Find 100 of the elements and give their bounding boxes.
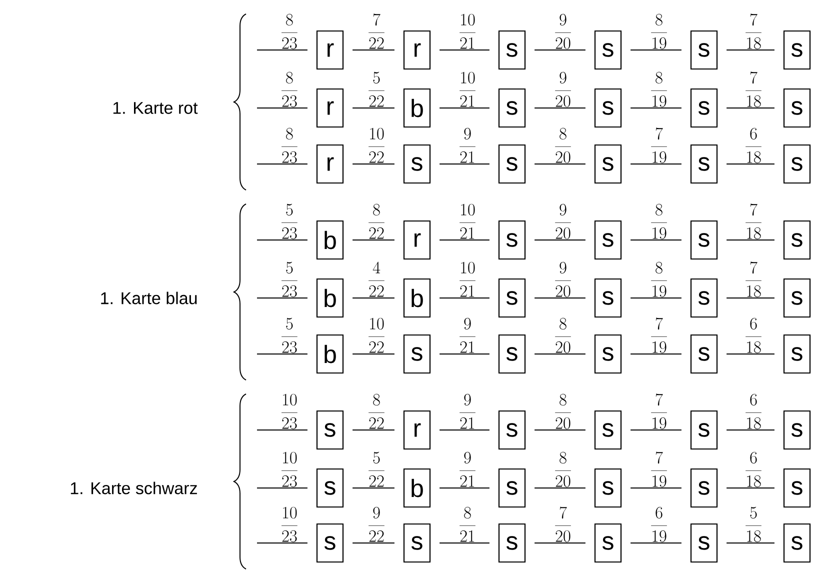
letter-box: s [498, 278, 526, 318]
line [352, 353, 394, 355]
line [534, 163, 586, 165]
letter-box: b [403, 278, 431, 318]
line [257, 163, 308, 165]
line [257, 49, 308, 51]
line [440, 429, 490, 431]
letter-box: s [783, 410, 811, 450]
line [257, 107, 308, 109]
letter-box: s [594, 410, 622, 450]
letter-box: s [316, 410, 344, 450]
line [630, 239, 682, 241]
fraction: $\frac{7}{19}$ [651, 318, 667, 354]
letter-box: s [498, 334, 526, 374]
letter-box: b [316, 334, 344, 374]
letter-box: s [594, 523, 622, 563]
line [440, 49, 490, 51]
line [534, 353, 586, 355]
fraction: $\frac{8}{20}$ [555, 394, 571, 430]
line [352, 49, 394, 51]
fraction: $\frac{6}{18}$ [746, 318, 762, 354]
letter-box: r [316, 30, 344, 70]
line [630, 49, 682, 51]
line [630, 542, 682, 544]
line [440, 487, 490, 489]
group-label: 1. Karte blau [101, 292, 197, 304]
fraction: $\frac{7}{19}$ [651, 128, 667, 164]
letter-box: s [498, 88, 526, 128]
letter-box: s [594, 278, 622, 318]
line [440, 353, 490, 355]
letter-box: b [316, 278, 344, 318]
line [726, 49, 774, 51]
line [726, 297, 774, 299]
fraction: $\frac{6}{19}$ [651, 506, 667, 542]
letter-box: s [783, 220, 811, 260]
letter-box: s [316, 523, 344, 563]
fraction: $\frac{8}{19}$ [651, 14, 667, 50]
fraction: $\frac{8}{19}$ [651, 72, 667, 108]
line [440, 297, 490, 299]
letter-box: s [690, 334, 718, 374]
letter-box: s [403, 144, 431, 184]
letter-box: s [783, 144, 811, 184]
fraction: $\frac{9}{20}$ [555, 72, 571, 108]
letter-box: s [690, 30, 718, 70]
letter-box: s [690, 220, 718, 260]
fraction: $\frac{7}{18}$ [746, 72, 762, 108]
letter-box: s [690, 410, 718, 450]
fraction: $\frac{4}{22}$ [368, 262, 384, 297]
fraction: $\frac{7}{19}$ [651, 452, 667, 488]
fraction: $\frac{8}{19}$ [651, 204, 667, 240]
letter-box: b [403, 88, 431, 128]
letter-box: s [403, 334, 431, 374]
letter-box: s [498, 144, 526, 184]
letter-box: s [690, 144, 718, 184]
letter-box: s [690, 468, 718, 508]
line [630, 353, 682, 355]
line [352, 239, 394, 241]
line [257, 353, 308, 355]
letter-box: s [594, 144, 622, 184]
letter-box: s [594, 220, 622, 260]
line [630, 487, 682, 489]
fraction: $\frac{8}{23}$ [282, 128, 298, 164]
line [726, 353, 774, 355]
fraction: $\frac{7}{22}$ [368, 14, 384, 49]
letter-box: s [594, 468, 622, 508]
fraction: $\frac{5}{18}$ [746, 506, 762, 542]
letter-box: r [316, 144, 344, 184]
fraction: $\frac{5}{23}$ [282, 318, 298, 354]
group-label: 1. Karte rot [113, 102, 198, 114]
fraction: $\frac{10}{22}$ [368, 318, 384, 353]
fraction: $\frac{8}{22}$ [368, 204, 384, 239]
fraction: $\frac{8}{23}$ [282, 72, 298, 108]
letter-box: s [594, 30, 622, 70]
line [257, 487, 308, 489]
line [352, 487, 394, 489]
letter-box: s [498, 220, 526, 260]
line [352, 429, 394, 431]
fraction: $\frac{9}{20}$ [555, 14, 571, 50]
line [630, 163, 682, 165]
line [630, 297, 682, 299]
letter-box: b [316, 220, 344, 260]
fraction: $\frac{8}{19}$ [651, 262, 667, 298]
line [440, 107, 490, 109]
letter-box: s [594, 88, 622, 128]
fraction: $\frac{9}{20}$ [555, 204, 571, 240]
fraction: $\frac{9}{21}$ [460, 452, 476, 487]
fraction: $\frac{7}{18}$ [746, 262, 762, 298]
fraction: $\frac{7}{18}$ [746, 14, 762, 50]
letter-box: b [403, 468, 431, 508]
line [440, 163, 490, 165]
fraction: $\frac{10}{23}$ [282, 506, 298, 542]
letter-box: s [690, 523, 718, 563]
fraction: $\frac{9}{21}$ [460, 318, 476, 353]
letter-box: s [498, 523, 526, 563]
fraction: $\frac{5}{23}$ [282, 204, 298, 240]
letter-box: r [403, 220, 431, 260]
line [352, 163, 394, 165]
letter-box: s [783, 30, 811, 70]
line [726, 542, 774, 544]
fraction: $\frac{6}{18}$ [746, 452, 762, 488]
